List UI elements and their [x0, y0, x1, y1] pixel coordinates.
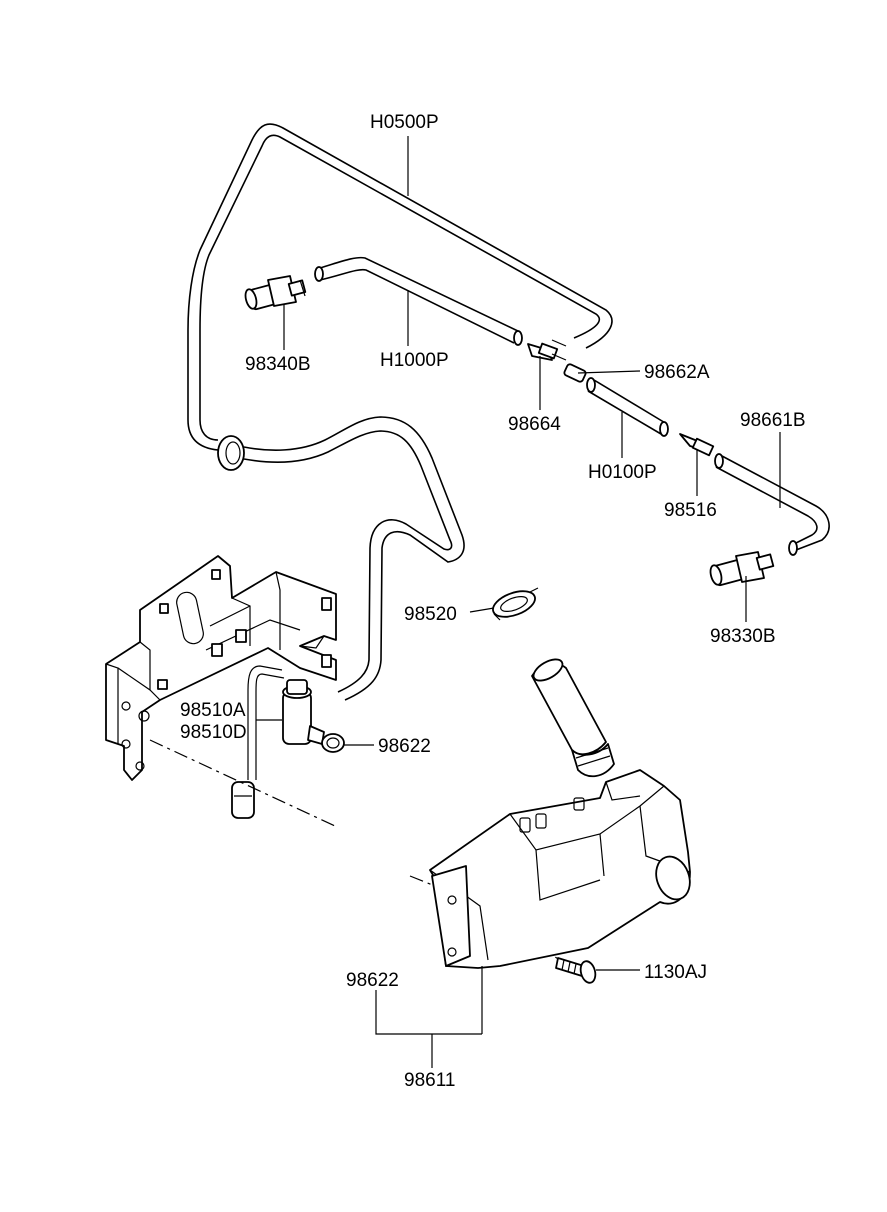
label-98662a: 98662A [644, 362, 710, 383]
hose-h0100p [586, 377, 669, 437]
washer-reservoir [429, 658, 691, 969]
wire-connector-icon [231, 781, 255, 819]
label-1130aj: 1130AJ [644, 962, 707, 983]
label-98622-pump: 98622 [378, 736, 431, 757]
label-98330b: 98330B [710, 626, 776, 647]
hose-clip-98520 [492, 587, 539, 621]
mounting-bracket [105, 555, 337, 781]
label-h1000p: H1000P [380, 350, 449, 371]
rear-washer-nozzle [244, 275, 307, 311]
front-washer-nozzle [709, 551, 775, 587]
bolt-1130aj [555, 957, 597, 984]
label-98622-tank: 98622 [346, 970, 399, 991]
washer-pump [247, 665, 325, 780]
label-98520: 98520 [404, 604, 457, 625]
label-98510a: 98510A [180, 700, 246, 721]
hose-h1000p [314, 256, 523, 346]
label-98340b: 98340B [245, 354, 311, 375]
hose-98661b [714, 453, 830, 556]
sleeve-98662a [563, 363, 587, 383]
label-98516: 98516 [664, 500, 717, 521]
hose-h0500p [187, 123, 613, 701]
label-98510d: 98510D [180, 722, 247, 743]
connector-98516 [679, 433, 715, 457]
grommet-icon [217, 435, 245, 471]
label-98661b: 98661B [740, 410, 806, 431]
label-h0100p: H0100P [588, 462, 657, 483]
pump-grommet-98622 [321, 733, 345, 753]
connector-98664 [527, 339, 567, 361]
part-labels: H0500P H1000P 98340B 98664 98662A 98661B… [180, 112, 806, 1091]
leader-lines [256, 136, 781, 1068]
label-h0500p: H0500P [370, 112, 439, 133]
label-98664: 98664 [508, 414, 561, 435]
label-98611: 98611 [404, 1070, 455, 1091]
